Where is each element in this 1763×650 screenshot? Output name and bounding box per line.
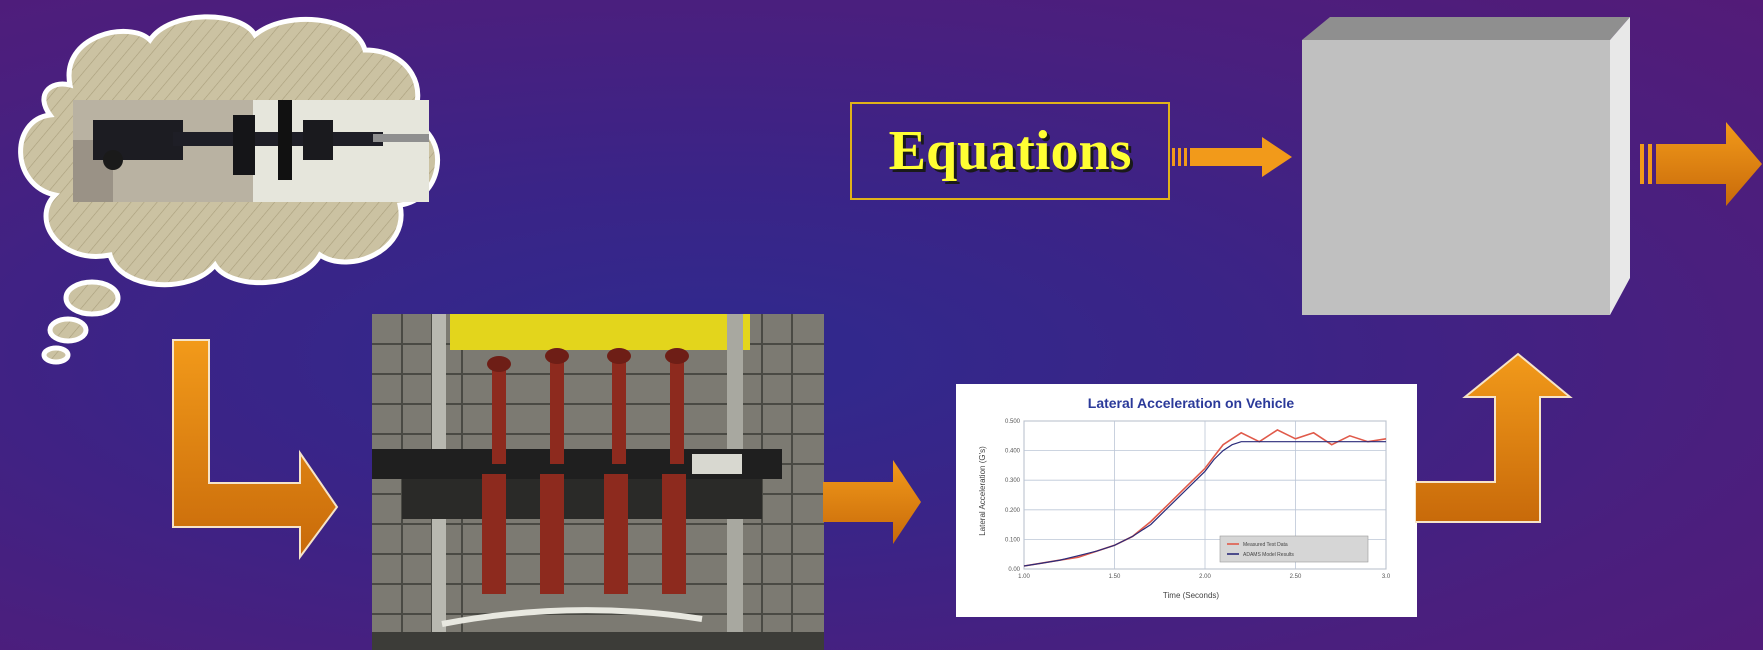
chart-title: Lateral Acceleration on Vehicle [1088, 395, 1295, 411]
legend-label-measured: Measured Test Data [1243, 542, 1288, 548]
orange-arrow-icon [172, 339, 339, 560]
y-tick-label: 0.200 [1005, 508, 1021, 514]
test-rig-photo [372, 314, 824, 650]
equations-label: Equations [888, 120, 1132, 182]
x-tick-label: 2.00 [1199, 574, 1211, 580]
equations-box: Equations [850, 102, 1170, 200]
orange-arrow-icon [823, 460, 921, 544]
legend-label-model: ADAMS Model Results [1243, 552, 1294, 558]
gray-box-3d-icon [1302, 17, 1630, 315]
x-tick-label: 1.50 [1109, 574, 1121, 580]
y-tick-label: 0.400 [1005, 449, 1021, 455]
orange-arrow-icon [1640, 122, 1762, 206]
strut-photo [73, 100, 429, 202]
x-tick-label: 2.50 [1290, 574, 1302, 580]
x-axis-title: Time (Seconds) [1163, 591, 1220, 600]
y-tick-label: 0.300 [1005, 478, 1021, 484]
y-tick-label: 0.500 [1005, 419, 1021, 425]
x-tick-label: 3.0 [1382, 574, 1391, 580]
chart-legend [1219, 535, 1369, 563]
series-line-model [1023, 441, 1386, 567]
orange-arrow-icon [1415, 352, 1573, 523]
y-tick-label: 0.00 [1008, 567, 1020, 573]
x-tick-label: 1.00 [1018, 574, 1030, 580]
y-tick-label: 0.100 [1005, 537, 1021, 543]
y-axis-title: Lateral Acceleration (G's) [978, 446, 987, 536]
lateral-acceleration-chart: Lateral Acceleration on Vehicle 1.00 1.50… [956, 384, 1417, 617]
orange-arrow-icon [1172, 137, 1292, 177]
